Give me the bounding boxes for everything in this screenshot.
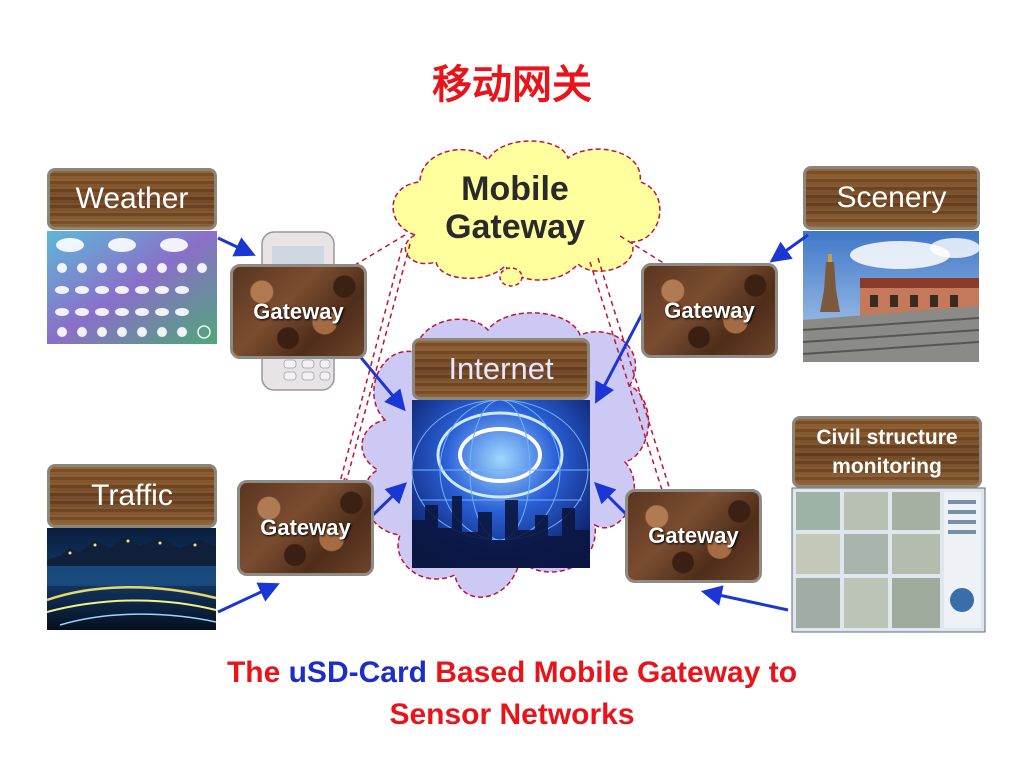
caption-part2: Based Mobile Gateway to <box>426 656 798 689</box>
civil-label-line2: monitoring <box>832 455 942 478</box>
civil-monitoring-image <box>791 487 986 633</box>
civil-label-line1: Civil structure <box>816 425 958 449</box>
internet-image <box>411 399 590 568</box>
internet-label: Internet <box>412 338 590 400</box>
dashed-links <box>329 234 671 521</box>
mobile-gateway-label: Mobile Gateway <box>400 170 630 246</box>
mobile-gateway-line1: Mobile <box>461 170 569 208</box>
scenery-image <box>802 231 980 362</box>
caption-line2: Sensor Networks <box>389 698 635 731</box>
weather-label: Weather <box>47 168 217 230</box>
caption-highlight: uSD-Card <box>288 656 427 689</box>
civil-structure-label: Civil structure monitoring <box>792 416 982 488</box>
gateway-box-traffic: Gateway <box>237 480 374 576</box>
caption-part1: The <box>226 656 289 689</box>
scenery-label: Scenery <box>803 166 980 230</box>
gateway-box-weather: Gateway <box>230 264 367 359</box>
gateway-box-scenery: Gateway <box>641 263 778 358</box>
gateway-box-civil: Gateway <box>625 489 762 583</box>
mobile-gateway-line2: Gateway <box>445 208 585 246</box>
slide-caption: The uSD-Card Based Mobile Gateway to Sen… <box>0 652 1024 736</box>
mobile-gateway-cloud <box>392 140 661 281</box>
weather-image <box>47 231 217 344</box>
slide-title: 移动网关 <box>432 62 592 108</box>
cloud-bubble <box>499 267 523 287</box>
traffic-label: Traffic <box>47 464 217 528</box>
traffic-image <box>46 528 217 630</box>
